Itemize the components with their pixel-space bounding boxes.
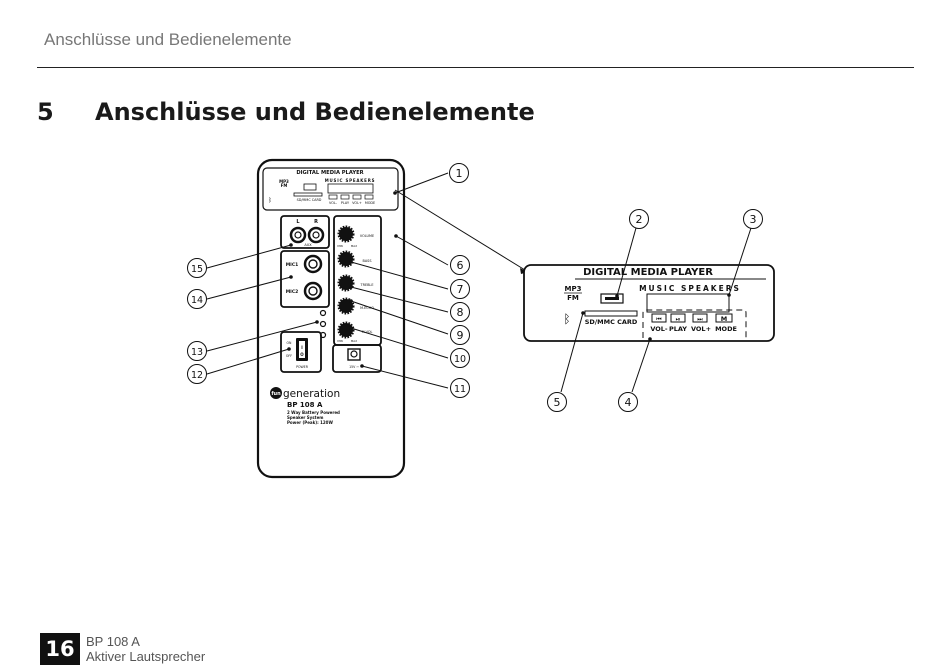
callout-5: 5 <box>554 396 561 409</box>
running-header: Anschlüsse und Bedienelemente <box>44 30 292 49</box>
dp-mode-key: M <box>721 315 727 323</box>
callout-12: 12 <box>191 370 203 381</box>
bp-vol-minus: VOL- <box>329 201 338 205</box>
bp-mode: MODE <box>365 201 375 205</box>
dp-control-frame <box>642 309 747 338</box>
callout-8: 8 <box>457 306 464 319</box>
bp-play: PLAY <box>341 201 350 205</box>
bp-volume-label: VOLUME <box>360 234 374 238</box>
callout-2: 2 <box>636 213 643 226</box>
bp-mic2-label: MIC2 <box>286 289 299 295</box>
bp-desc-2: Speaker System <box>287 415 323 420</box>
bp-mp3: MP3 <box>279 179 289 184</box>
callout-11: 11 <box>454 384 466 395</box>
bp-brand-fun: fun <box>271 391 281 397</box>
bp-echo-label: M.ECHO <box>360 306 374 310</box>
dp-vol-minus: VOL- <box>650 325 668 333</box>
leader-dots <box>287 191 398 368</box>
dp-display <box>646 293 730 313</box>
bp-power-box <box>280 331 322 373</box>
dp-fm: FM <box>567 294 579 302</box>
bp-dc-label: 15V ⎓ <box>349 365 359 369</box>
callout-14: 14 <box>191 295 203 306</box>
dp-vol-plus: VOL+ <box>691 325 711 333</box>
dp-play: PLAY <box>669 325 687 333</box>
prev-track-icon: ⏮ <box>656 316 662 323</box>
bp-sd-label: SD/MMC CARD <box>297 198 322 202</box>
back-panel <box>256 158 406 479</box>
bp-mic-box <box>280 250 330 308</box>
bp-power-label: POWER <box>296 365 309 369</box>
dp-title: DIGITAL MEDIA PLAYER <box>583 267 713 278</box>
section-title: Anschlüsse und Bedienelemente <box>95 98 535 126</box>
dp-music-speakers: MUSIC SPEAKERS <box>639 284 741 293</box>
bp-aux-l: L <box>296 219 300 225</box>
footer-description: Aktiver Lautsprecher <box>86 649 206 664</box>
bp-volume-max: MAX <box>351 244 357 248</box>
callout-13: 13 <box>191 347 203 358</box>
dp-sd-slot <box>584 310 638 317</box>
bp-usb-slot <box>303 183 317 191</box>
bp-volume-min: MIN <box>337 244 342 248</box>
dp-mp3: MP3 <box>565 285 582 293</box>
callout-3: 3 <box>750 213 757 226</box>
callout-9: 9 <box>457 329 464 342</box>
bp-mic1-label: MIC1 <box>286 262 299 268</box>
bp-model: BP 108 A <box>287 401 323 409</box>
bp-desc-3: Power (Peak): 120W <box>287 420 333 425</box>
bp-mvol-label: M.VOL <box>362 330 373 334</box>
dp-mode: MODE <box>715 325 737 333</box>
callout-7: 7 <box>457 283 464 296</box>
bp-bass-label: BASS <box>363 259 372 263</box>
section-number: 5 <box>37 98 54 126</box>
footer-model: BP 108 A <box>86 634 140 649</box>
bp-display <box>327 183 374 194</box>
bp-led-indicators <box>319 309 327 339</box>
callout-6: 6 <box>457 259 464 272</box>
bp-on-label: ON <box>287 341 293 345</box>
bp-brand-generation: generation <box>283 388 340 400</box>
bp-aux-box <box>280 215 330 249</box>
dp-usb-slot <box>600 293 624 304</box>
callout-circles <box>187 163 763 412</box>
page-number: 16 <box>40 633 80 665</box>
dp-control-buttons <box>651 313 733 323</box>
bp-brand-logo <box>270 387 282 399</box>
bp-mic-jacks <box>303 254 323 301</box>
bp-off-label: OFF <box>286 354 292 358</box>
bluetooth-icon: ᛒ <box>563 312 570 326</box>
callout-1: 1 <box>456 167 463 180</box>
bp-desc-1: 2 Way Battery Powered <box>287 410 340 415</box>
next-track-icon: ⏭ <box>697 316 703 323</box>
bp-fm: FM <box>281 183 288 188</box>
callout-10: 10 <box>454 354 466 365</box>
callout-15: 15 <box>191 264 203 275</box>
bp-music-speakers: MUSIC SPEAKERS <box>325 178 376 183</box>
bp-treble-label: TREBLE <box>360 283 374 287</box>
header-rule <box>37 67 914 68</box>
bp-dc-box <box>332 344 382 373</box>
leader-lines <box>206 172 526 389</box>
bp-aux-r: R <box>314 219 318 225</box>
bp-button-row <box>328 194 374 200</box>
bp-switch-o: O <box>300 352 304 357</box>
bp-bluetooth-icon: ᛒ <box>268 197 272 204</box>
bp-sd-slot <box>293 192 323 197</box>
bp-mvol-max: MAX <box>351 339 357 343</box>
bp-switch-i: I <box>301 345 303 350</box>
callout-4: 4 <box>625 396 632 409</box>
bp-dc-socket <box>347 348 361 361</box>
bp-aux-label: AUX <box>304 243 312 247</box>
dp-sd-label: SD/MMC CARD <box>585 318 638 326</box>
bp-mvol-min: MIN <box>337 339 342 343</box>
bp-vol-plus: VOL+ <box>352 201 362 205</box>
detail-leader-lines <box>560 227 752 393</box>
bp-aux-jacks <box>289 226 325 244</box>
bp-player-title: DIGITAL MEDIA PLAYER <box>296 170 363 176</box>
play-pause-icon: ⏯ <box>676 316 681 323</box>
